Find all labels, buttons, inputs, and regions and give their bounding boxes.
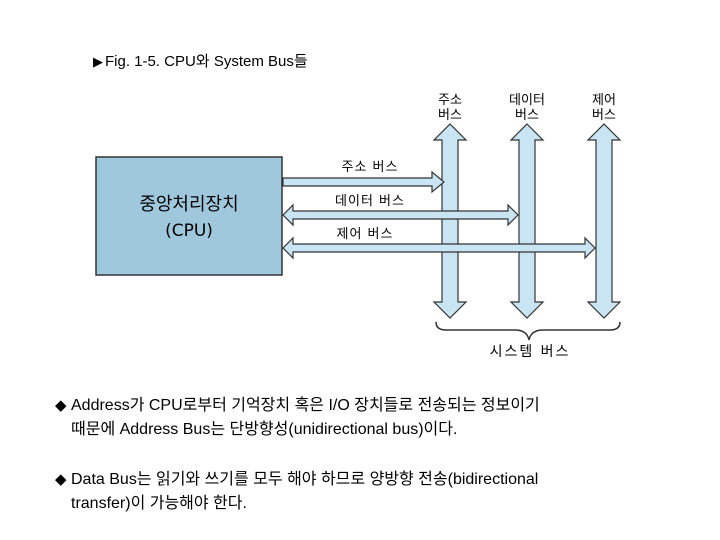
- horizontal-bus-label-control: 제어 버스: [337, 227, 394, 242]
- system-bus-brace: [435, 321, 621, 341]
- cpu-label: 중앙처리장치: [139, 194, 238, 215]
- vertical-bus-label-data-2: 버스: [515, 108, 539, 123]
- figure-title: ▶Fig. 1-5. CPU와 System Bus들: [93, 50, 308, 71]
- horizontal-bus-label-data: 데이터 버스: [335, 194, 405, 209]
- vertical-bus-label-address-2: 버스: [438, 108, 462, 123]
- bullet-data-line1: Data Bus는 읽기와 쓰기를 모두 해야 하므로 양방향 전송(bidir…: [71, 471, 539, 488]
- diamond-bullet-icon: ◆: [55, 471, 67, 488]
- system-bus-label: 시스템 버스: [490, 344, 571, 360]
- figure-title-text: Fig. 1-5. CPU와 System Bus들: [105, 53, 308, 70]
- diamond-bullet-icon: ◆: [55, 397, 67, 414]
- vertical-bus-control: [586, 123, 622, 319]
- bullet-data: ◆ Data Bus는 읽기와 쓰기를 모두 해야 하므로 양방향 전송(bid…: [55, 468, 695, 516]
- horizontal-bus-label-address: 주소 버스: [342, 160, 399, 175]
- bullet-address: ◆ Address가 CPU로부터 기억장치 혹은 I/O 장치들로 전송되는 …: [55, 394, 695, 442]
- vertical-bus-data: [509, 123, 545, 319]
- bullet-data-line2: transfer)이 가능해야 한다.: [71, 495, 247, 512]
- cpu-box: [95, 156, 283, 276]
- vertical-bus-label-control-2: 버스: [592, 108, 616, 123]
- horizontal-bus-control: [282, 236, 596, 260]
- vertical-bus-label-address-1: 주소: [438, 93, 462, 108]
- vertical-bus-label-control-1: 제어: [592, 93, 616, 108]
- vertical-bus-label-data-1: 데이터: [509, 93, 545, 108]
- triangle-bullet-icon: ▶: [93, 54, 103, 69]
- bullet-address-line1: Address가 CPU로부터 기억장치 혹은 I/O 장치들로 전송되는 정보…: [71, 397, 540, 414]
- horizontal-bus-address: [282, 170, 445, 194]
- vertical-bus-address: [432, 123, 468, 319]
- horizontal-bus-data: [282, 203, 519, 227]
- bullet-address-line2: 때문에 Address Bus는 단방향성(unidirectional bus…: [71, 421, 458, 438]
- cpu-sub-label: (CPU): [165, 221, 213, 241]
